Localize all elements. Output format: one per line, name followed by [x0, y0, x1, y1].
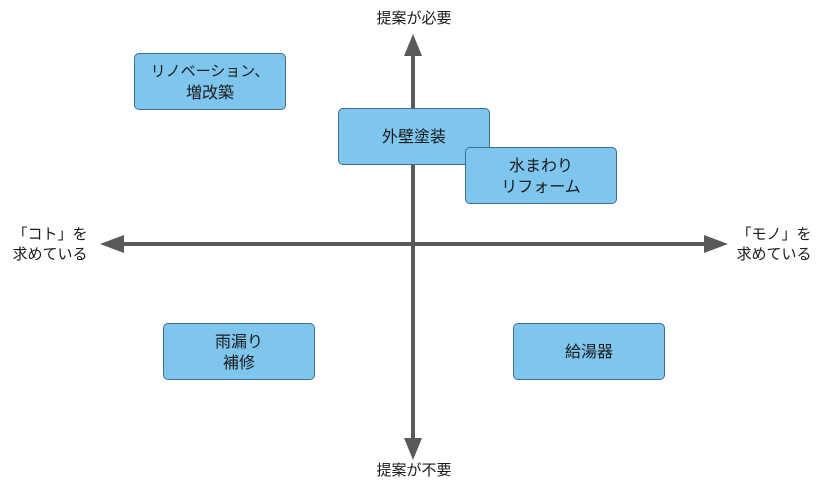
axis-label-left-line2: 求めている: [12, 245, 88, 263]
axis-label-left-line1: 「コト」を: [12, 225, 88, 243]
item-water-heater: 給湯器: [513, 323, 665, 380]
arrow-up: [404, 34, 422, 56]
arrow-down: [404, 438, 422, 460]
item-exterior-painting: 外壁塗装: [338, 108, 490, 165]
axis-label-right-line2: 求めている: [736, 245, 812, 263]
arrow-left: [100, 235, 124, 253]
axis-label-left: 「コト」を 求めている: [4, 224, 96, 264]
axis-label-right-line1: 「モノ」を: [736, 225, 812, 243]
item-leak-repair-line1: 雨漏り: [214, 331, 263, 351]
axis-label-top: 提案が必要: [376, 9, 452, 27]
item-water-reform-line1: 水まわり: [508, 155, 573, 175]
item-exterior-painting-line1: 外壁塗装: [381, 127, 446, 146]
item-leak-repair-line2: 補修: [222, 352, 255, 372]
arrow-right: [704, 235, 728, 253]
item-renovation-line2: 増改築: [185, 82, 234, 102]
item-renovation-line1: リノベーション、: [150, 61, 270, 80]
axis-label-right: 「モノ」を 求めている: [728, 224, 820, 264]
item-renovation: リノベーション、 増改築: [134, 53, 286, 110]
item-water-reform-line2: リフォーム: [501, 176, 581, 196]
axis-label-bottom: 提案が不要: [376, 461, 452, 479]
item-leak-repair: 雨漏り 補修: [163, 323, 315, 380]
item-water-reform: 水まわり リフォーム: [465, 147, 617, 204]
item-water-heater-line1: 給湯器: [564, 342, 613, 361]
